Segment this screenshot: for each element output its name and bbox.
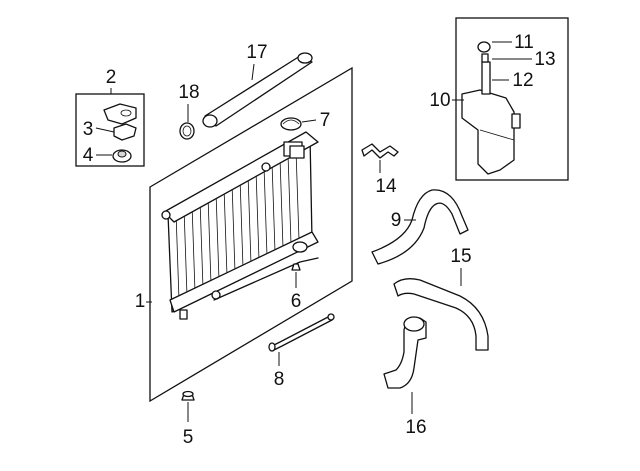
callout-16: 16 — [405, 392, 427, 438]
callout-label-5: 5 — [183, 427, 194, 448]
small-hose[interactable] — [361, 143, 399, 159]
radiator[interactable] — [161, 131, 319, 320]
reservoir-cap[interactable] — [477, 41, 491, 63]
upper-bracket-hole — [120, 109, 132, 117]
callout-4: 4 — [83, 145, 112, 166]
bracket-bushing[interactable] — [113, 123, 137, 141]
heater-hose[interactable] — [383, 316, 427, 389]
callout-label-18: 18 — [178, 82, 199, 103]
coolant-reservoir[interactable] — [461, 89, 521, 175]
callout-3: 3 — [83, 119, 115, 140]
callout-label-6: 6 — [291, 291, 302, 312]
callout-8: 8 — [274, 352, 285, 390]
upper-hose-other-end — [297, 52, 313, 64]
callout-label-4: 4 — [83, 145, 94, 166]
callout-label-2: 2 — [106, 67, 117, 88]
callout-label-17: 17 — [246, 42, 267, 63]
reservoir-group-box — [455, 17, 569, 181]
callout-label-1: 1 — [135, 291, 146, 312]
callout-13: 13 — [492, 49, 556, 70]
lower-insulator[interactable] — [112, 149, 132, 163]
callout-label-3: 3 — [83, 119, 94, 140]
callout-15: 15 — [450, 246, 472, 286]
overflow-tube-line-2 — [273, 319, 333, 351]
radiator-cap-seat — [289, 145, 305, 159]
callout-label-10: 10 — [429, 90, 450, 111]
drain-plug-body — [291, 263, 301, 271]
reservoir-cap-body — [477, 41, 491, 53]
hose-clamp-ring — [179, 122, 195, 140]
callout-label-14: 14 — [375, 176, 397, 197]
callout-label-11: 11 — [514, 32, 534, 53]
radiator-cap[interactable] — [280, 117, 302, 131]
callout-label-16: 16 — [405, 417, 426, 438]
callout-10: 10 — [429, 90, 464, 111]
radiator-foot — [179, 309, 188, 320]
callout-label-7: 7 — [320, 110, 331, 131]
drain-plug[interactable] — [291, 263, 301, 271]
lower-insulator-center — [117, 150, 127, 158]
callout-leader-7 — [301, 119, 317, 123]
callout-1: 1 — [135, 291, 152, 312]
overflow-tube-end — [268, 342, 276, 352]
radiator-cap-ridge — [282, 119, 300, 125]
upper-hose-end — [202, 114, 218, 128]
upper-radiator-hose[interactable] — [202, 52, 313, 128]
upper-bracket[interactable] — [103, 103, 137, 125]
reservoir-cap-stem — [481, 53, 489, 63]
lower-hose-b-body — [393, 278, 489, 351]
radiator-outlet — [292, 241, 308, 253]
callout-14: 14 — [375, 160, 397, 197]
radiator-cap-body — [280, 117, 302, 131]
callout-5: 5 — [183, 402, 194, 448]
callout-label-9: 9 — [391, 210, 402, 231]
hose-clamp[interactable] — [179, 122, 195, 140]
bracket-group-box — [75, 93, 145, 167]
overflow-tube-line — [271, 315, 331, 347]
reservoir-filler-tube-body — [481, 61, 491, 95]
mount-grommet[interactable] — [181, 390, 195, 401]
bracket-bushing-body — [113, 123, 137, 141]
callout-12: 12 — [492, 70, 534, 91]
reservoir-bracket — [511, 113, 521, 129]
radiator-panel — [149, 66, 353, 403]
callout-6: 6 — [291, 272, 302, 312]
callout-label-15: 15 — [450, 246, 471, 267]
callout-2: 2 — [106, 67, 117, 94]
radiator-mount-pin-top-left — [161, 210, 171, 220]
callout-label-13: 13 — [534, 49, 555, 70]
callout-11: 11 — [492, 32, 534, 53]
radiator-bottom-tank — [169, 231, 319, 313]
overflow-tube[interactable] — [268, 313, 335, 352]
callout-17: 17 — [246, 42, 268, 81]
upper-hose-body — [204, 55, 313, 127]
hose-clamp-inner — [182, 125, 192, 137]
reservoir-seam — [479, 129, 515, 141]
radiator-top-tank — [163, 131, 319, 223]
reservoir-filler-tube[interactable] — [481, 61, 491, 95]
upper-bracket-body — [103, 103, 137, 125]
callout-leader-17 — [251, 63, 255, 81]
overflow-tube-end-2 — [327, 313, 335, 321]
small-hose-body — [361, 143, 399, 159]
mount-grommet-top — [182, 390, 194, 398]
lower-hose-b[interactable] — [393, 278, 489, 351]
radiator-mount-pin-top — [261, 162, 271, 172]
radiator-panel-outline — [149, 66, 353, 403]
callout-9: 9 — [391, 210, 416, 231]
radiator-fins — [175, 149, 300, 301]
callout-leader-3 — [95, 127, 115, 133]
heater-hose-end — [403, 316, 425, 332]
callout-7: 7 — [301, 110, 331, 131]
callout-18: 18 — [178, 82, 200, 122]
callout-label-12: 12 — [512, 70, 533, 91]
callout-label-8: 8 — [274, 369, 285, 390]
